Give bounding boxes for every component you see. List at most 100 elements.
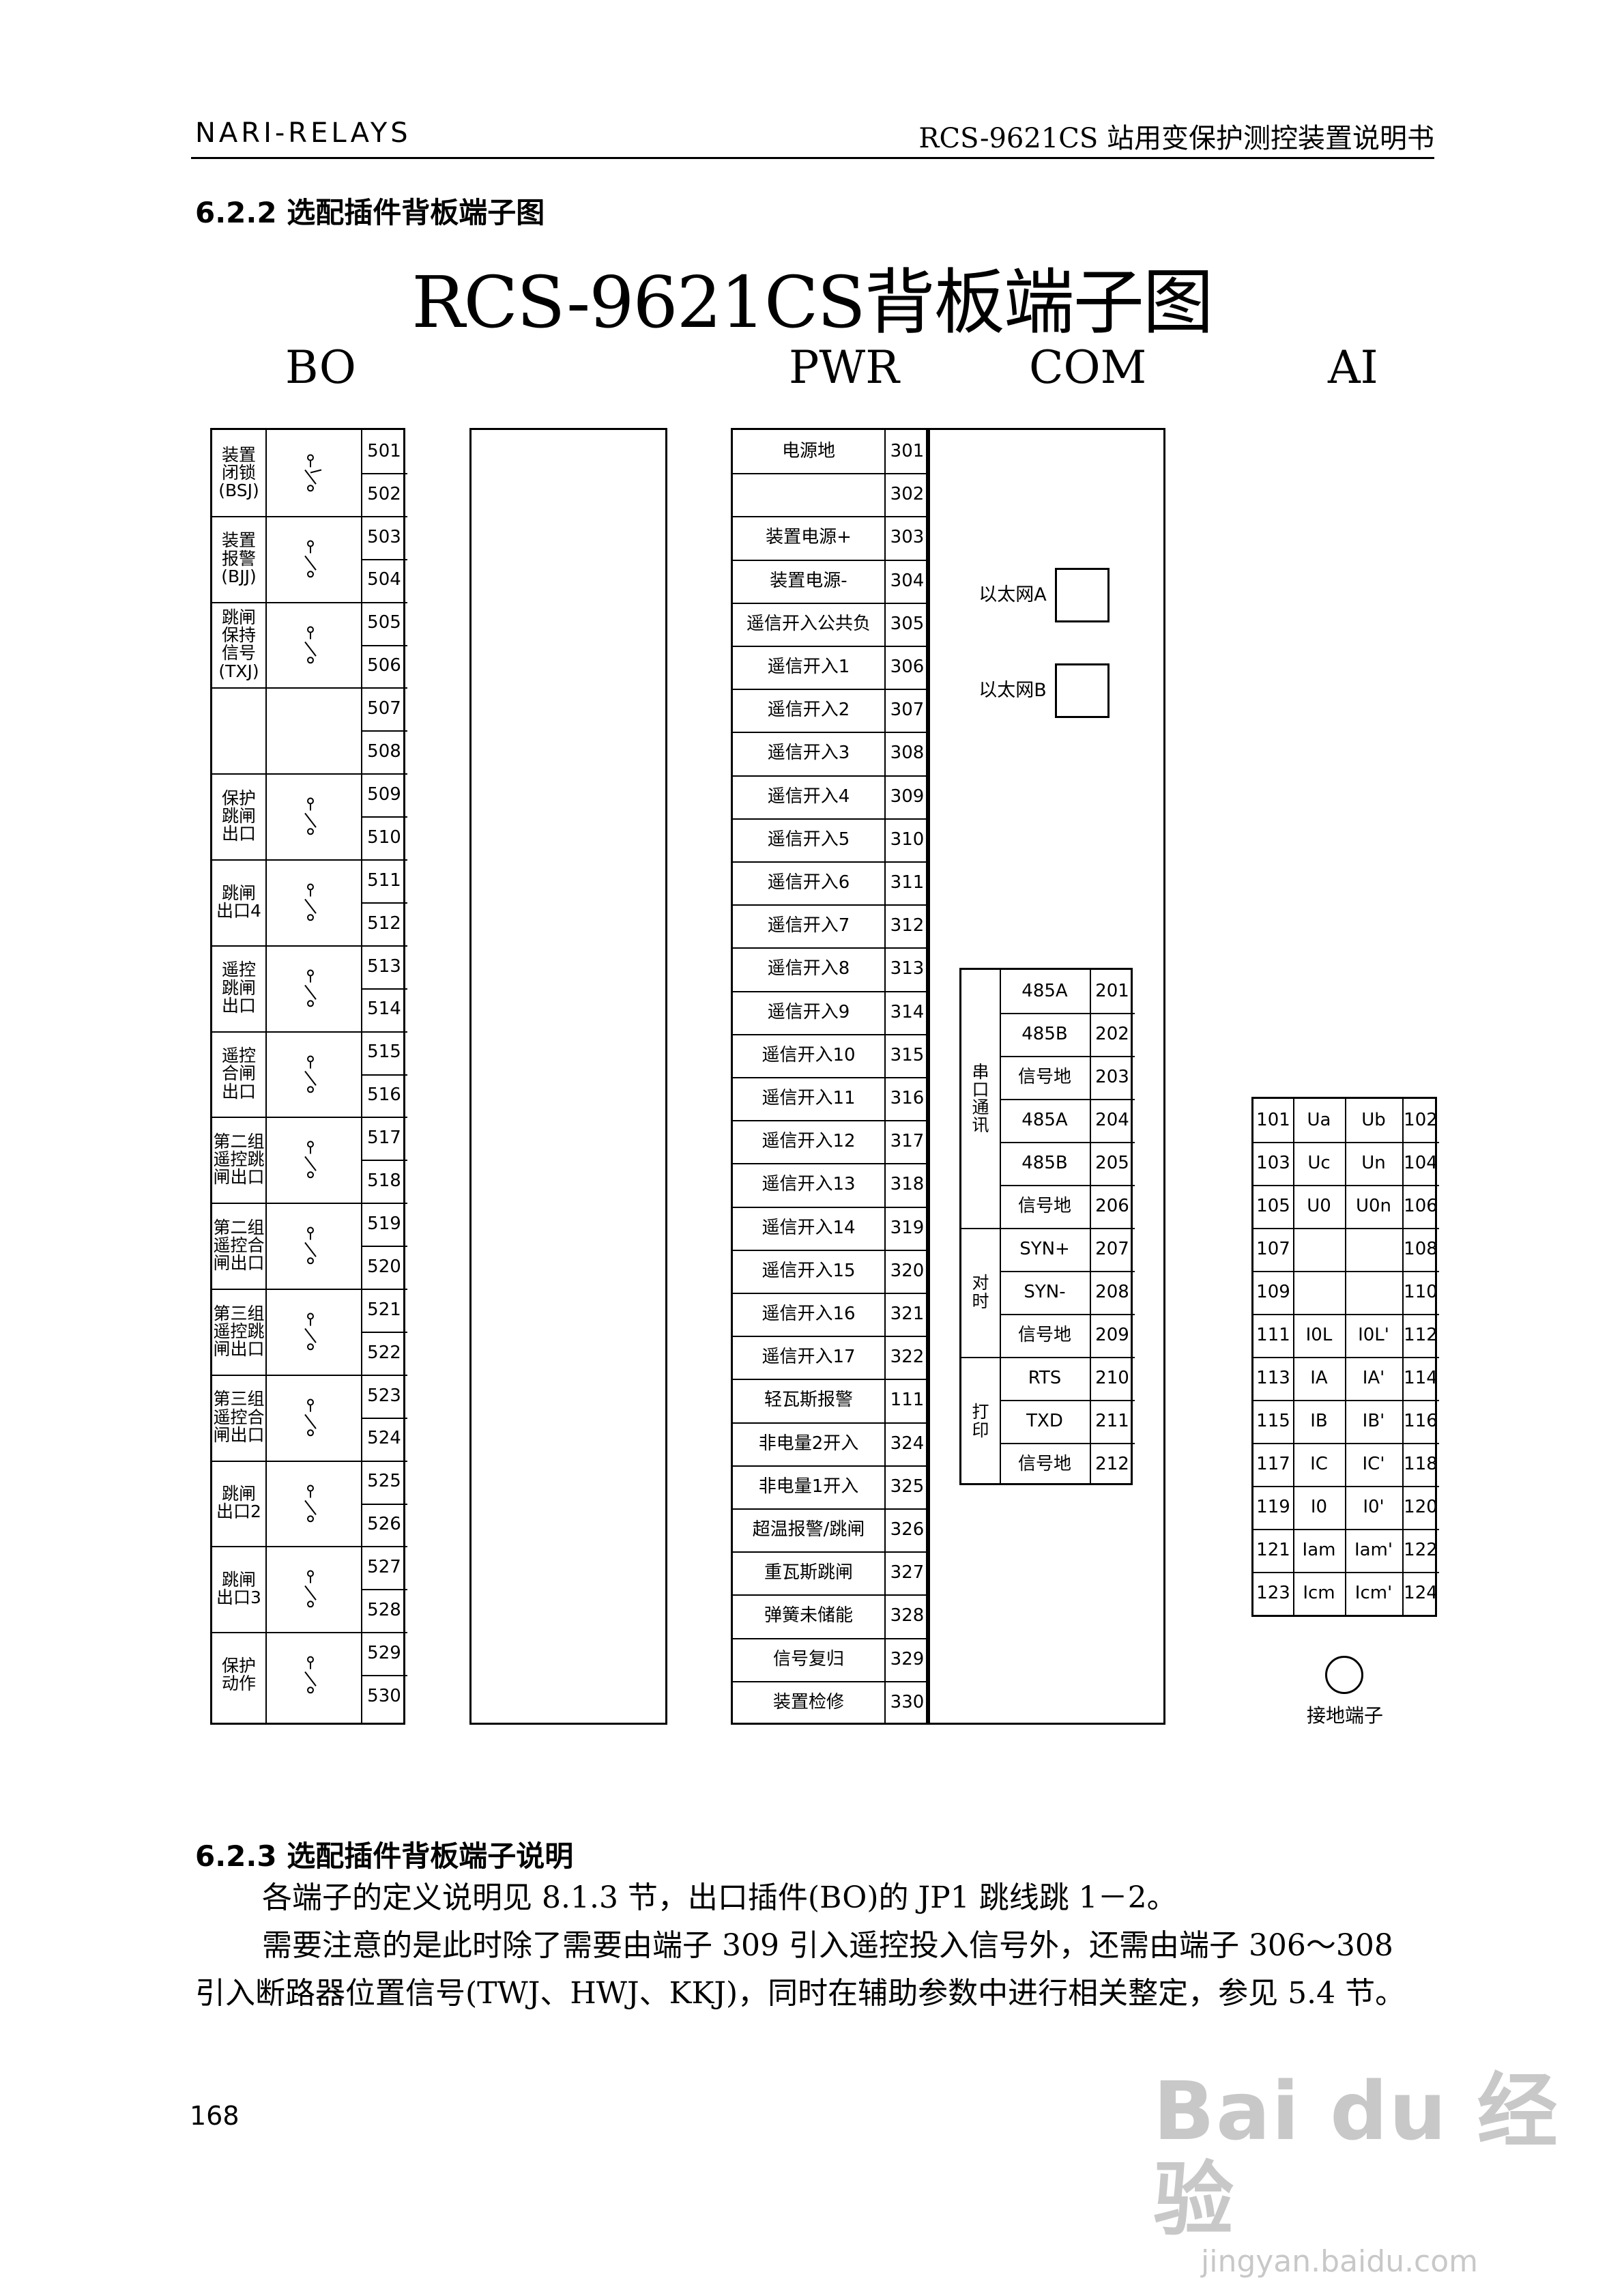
bo-terminal-number: 505 [367, 612, 401, 633]
bo-terminal-divider [361, 558, 407, 560]
paragraph-line-1: 各端子的定义说明见 8.1.3 节，出口插件(BO)的 JP1 跳线跳 1－2。 [262, 1880, 1177, 1915]
ai-row-divider [1253, 1185, 1439, 1186]
pwr-terminal-number: 320 [890, 1260, 925, 1281]
ai-col-line [1293, 1099, 1294, 1615]
pwr-terminal-number: 329 [890, 1648, 925, 1669]
ai-terminal-number: 104 [1404, 1152, 1438, 1173]
no-contact-icon-1 [304, 540, 317, 578]
pwr-signal-label: 轻瓦斯报警 [764, 1390, 853, 1411]
bo-col-line [265, 430, 267, 1723]
ai-signal-label: IA [1310, 1367, 1328, 1388]
com-terminal-number: 205 [1095, 1152, 1129, 1173]
pwr-terminal-number: 324 [890, 1433, 925, 1454]
pwr-terminal-number: 317 [890, 1131, 925, 1152]
bo-group-divider [212, 1374, 407, 1376]
pwr-terminal-number: 319 [890, 1217, 925, 1238]
bo-terminal-divider [361, 730, 407, 732]
pwr-signal-label: 电源地 [781, 440, 835, 461]
bo-group-divider [212, 1460, 407, 1462]
pwr-row-divider [733, 990, 930, 992]
pwr-row-divider [733, 1637, 930, 1639]
pwr-terminal-number: 312 [890, 915, 925, 936]
pwr-row-divider [733, 1206, 930, 1208]
ai-terminal-number: 116 [1404, 1410, 1438, 1431]
bo-group-label: 第二组 遥控跳 闸出口 [213, 1131, 265, 1188]
pwr-terminal-number: 302 [890, 484, 925, 505]
bo-terminal-number: 522 [367, 1342, 401, 1363]
com-signal-label: 信号地 [1017, 1453, 1071, 1474]
ai-signal-label: U0n [1355, 1195, 1392, 1216]
ethernet-b-label: 以太网B [978, 679, 1047, 701]
pwr-terminal-number: 326 [890, 1519, 925, 1540]
bo-group-label: 保护 动作 [221, 1655, 256, 1694]
baidu-jingyan-logo: Bai du 经验 [1153, 2064, 1559, 2247]
bo-group-divider [212, 1203, 407, 1205]
ai-col-line [1402, 1099, 1404, 1615]
com-terminal-number: 203 [1095, 1066, 1129, 1087]
ai-terminal-number: 108 [1404, 1238, 1438, 1259]
ai-terminal-number: 107 [1256, 1238, 1290, 1259]
pwr-row-divider [733, 1422, 930, 1424]
bo-group-label: 遥控 跳闸 出口 [221, 960, 256, 1016]
ai-terminal-number: 105 [1256, 1195, 1290, 1216]
pwr-terminal-number: 305 [890, 613, 925, 634]
ai-signal-label: I0 [1310, 1496, 1328, 1517]
com-signal-label: SYN+ [1019, 1238, 1070, 1259]
pwr-signal-label: 遥信开入15 [762, 1260, 856, 1281]
bo-terminal-divider [361, 472, 407, 474]
pwr-signal-label: 遥信开入9 [767, 1001, 850, 1022]
ethernet-a-port [1055, 568, 1110, 622]
pwr-terminal-number: 311 [890, 872, 925, 893]
bo-group-divider [212, 773, 407, 775]
bo-terminal-divider [361, 1160, 407, 1162]
column-label-ai: AI [1328, 341, 1378, 394]
pwr-signal-label: 遥信开入14 [762, 1217, 856, 1238]
bo-terminal-divider [361, 1074, 407, 1076]
com-terminal-number: 208 [1095, 1281, 1129, 1302]
pwr-signal-label: 非电量1开入 [758, 1476, 859, 1497]
bo-terminal-divider [361, 1417, 407, 1419]
com-row-divider [1000, 1443, 1135, 1444]
bo-group-label: 第二组 遥控合 闸出口 [213, 1217, 265, 1274]
pwr-row-divider [733, 861, 930, 863]
bo-group-divider [212, 687, 407, 689]
com-row-divider [1000, 1099, 1135, 1100]
com-row-divider [1000, 1013, 1135, 1014]
ai-signal-label: IB [1310, 1410, 1328, 1431]
com-signal-label: SYN- [1024, 1281, 1066, 1302]
bo-terminal-divider [361, 1503, 407, 1505]
pwr-terminal-number: 330 [890, 1691, 925, 1712]
pwr-terminal-number: 309 [890, 786, 925, 807]
pwr-row-divider [733, 1336, 930, 1338]
section-heading-622: 6.2.2 选配插件背板端子图 [195, 196, 545, 229]
bo-group-label: 装置 闭锁 (BSJ) [218, 444, 259, 501]
ai-terminal-number: 103 [1256, 1152, 1290, 1173]
bo-group-label: 遥控 合闸 出口 [221, 1046, 256, 1102]
pwr-signal-label: 遥信开入11 [762, 1087, 856, 1108]
ai-terminal-number: 112 [1404, 1324, 1438, 1345]
pwr-terminal-number: 325 [890, 1476, 925, 1497]
no-contact-icon-6 [304, 969, 317, 1007]
pwr-signal-label: 遥信开入7 [767, 915, 850, 936]
com-signal-label: TXD [1026, 1410, 1063, 1431]
pwr-signal-label: 遥信开入2 [767, 700, 850, 721]
ai-terminal-number: 101 [1256, 1109, 1290, 1130]
bo-terminal-divider [361, 1589, 407, 1591]
com-terminal-number: 212 [1095, 1453, 1129, 1474]
ai-row-divider [1253, 1572, 1439, 1573]
com-row-divider [1000, 1142, 1135, 1143]
com-row-divider [1000, 1271, 1135, 1272]
com-signal-label: 485B [1021, 1023, 1068, 1044]
ai-signal-label: IB' [1362, 1410, 1385, 1431]
com-terminal-number: 206 [1095, 1195, 1129, 1216]
pwr-signal-label: 弹簧未储能 [764, 1605, 853, 1626]
ai-row-divider [1253, 1228, 1439, 1229]
ai-signal-label: U0 [1307, 1195, 1331, 1216]
ethernet-a-label: 以太网A [978, 584, 1047, 605]
ai-row-divider [1253, 1314, 1439, 1315]
bo-terminal-number: 503 [367, 526, 401, 547]
no-contact-icon-14 [304, 1656, 317, 1694]
ai-signal-label [1345, 1228, 1402, 1271]
no-contact-icon-8 [304, 1140, 317, 1179]
